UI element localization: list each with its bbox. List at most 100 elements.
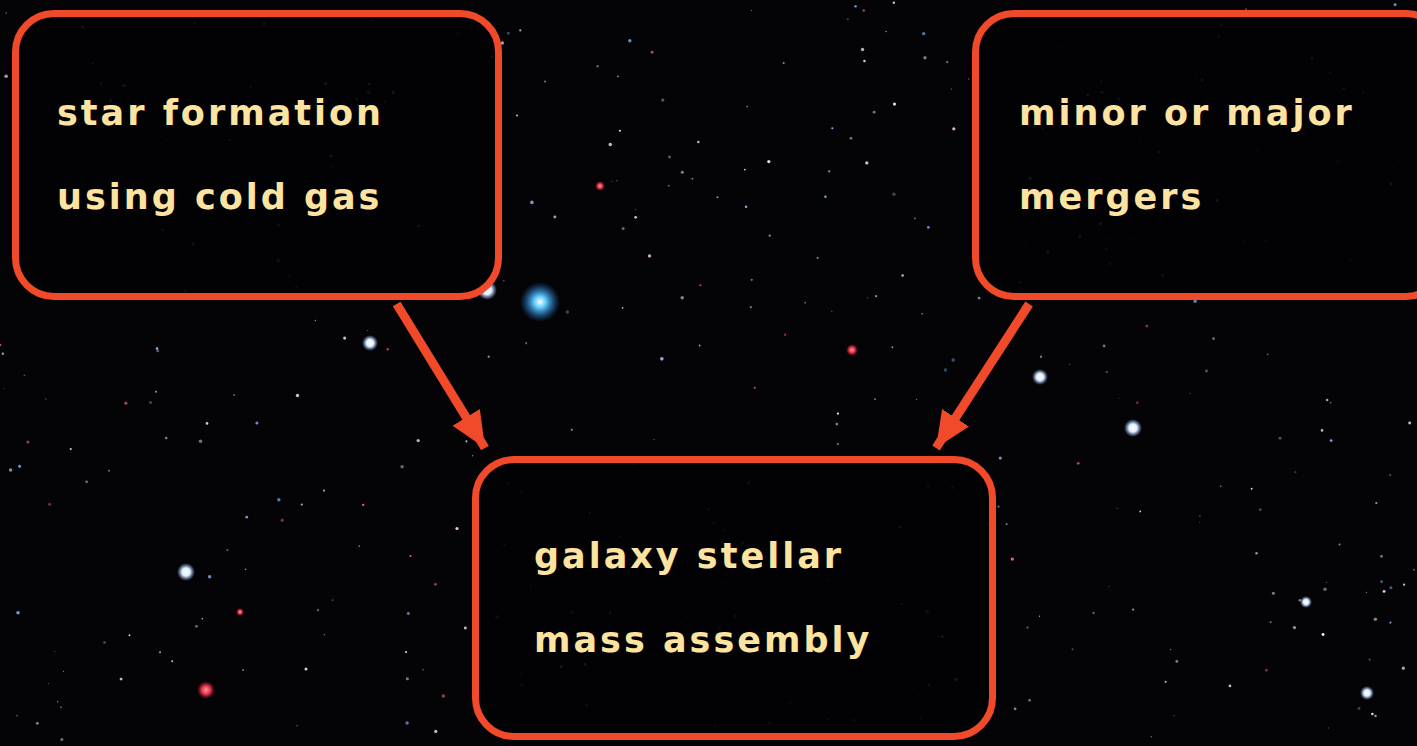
star-dot <box>681 171 684 174</box>
star-dot <box>837 412 839 414</box>
star-dot <box>628 39 631 42</box>
star-dot <box>1267 353 1269 355</box>
star-dot <box>406 677 409 680</box>
star-dot <box>507 32 510 35</box>
star-dot <box>1132 609 1134 611</box>
star-dot <box>635 209 636 210</box>
star-dot <box>54 651 55 652</box>
star-dot <box>226 549 228 551</box>
star-dot <box>434 730 437 733</box>
star-dot <box>862 9 865 12</box>
star-dot <box>1322 633 1325 636</box>
process-box: minor or major mergers <box>972 10 1417 300</box>
star-dot <box>1117 508 1118 509</box>
star-dot <box>165 437 167 439</box>
star-dot <box>296 394 299 397</box>
star-dot <box>85 480 88 483</box>
star-dot <box>1323 588 1326 591</box>
star-dot <box>1039 616 1040 617</box>
star-dot <box>875 295 877 297</box>
star-dot <box>1389 474 1391 476</box>
star-dot <box>63 671 64 672</box>
star-dot <box>57 701 58 702</box>
star-dot <box>1255 552 1257 554</box>
star-dot <box>891 346 893 348</box>
star-dot <box>609 143 613 147</box>
star-dot <box>697 141 699 143</box>
star-dot <box>571 429 573 431</box>
star-dot <box>648 254 651 257</box>
star-dot <box>651 51 654 54</box>
flow-arrow <box>397 304 485 448</box>
flow-arrow <box>936 304 1029 448</box>
star-dot <box>1328 727 1329 728</box>
star-dot <box>1108 586 1109 587</box>
star-dot <box>417 439 420 442</box>
star-dot <box>746 106 748 108</box>
star-dot <box>923 56 926 59</box>
star-dot <box>831 311 832 312</box>
star-dot <box>1212 337 1215 340</box>
star-dot <box>1092 612 1094 614</box>
box-label: star formation using cold gas <box>57 71 457 239</box>
box-label: minor or major mergers <box>1019 71 1417 239</box>
process-box: galaxy stellar mass assembly <box>472 456 996 740</box>
star-dot <box>783 62 785 64</box>
star-dot <box>296 725 297 726</box>
star-dot <box>1040 356 1042 358</box>
star-dot <box>873 111 876 114</box>
star-dot <box>1270 621 1272 623</box>
star-dot <box>3 388 4 389</box>
star-dot <box>1139 511 1141 513</box>
star-dot <box>5 12 6 13</box>
star-dot <box>1251 488 1253 490</box>
star-dot <box>611 181 612 182</box>
star-dot <box>103 641 106 644</box>
star-dot <box>596 65 598 67</box>
star-dot <box>1369 659 1371 661</box>
star-dot <box>48 503 51 506</box>
star-dot <box>660 357 664 361</box>
star-dot <box>1366 592 1367 593</box>
star-dot <box>893 102 896 105</box>
star-dot <box>619 130 621 132</box>
star-dot <box>1408 422 1411 425</box>
star-dot <box>407 612 410 615</box>
star-dot <box>464 627 467 630</box>
star-dot <box>1205 370 1208 373</box>
star-dot <box>2 353 4 355</box>
star-dot <box>108 470 110 472</box>
star-dot <box>1374 715 1377 718</box>
star-dot <box>921 313 923 315</box>
star-dot <box>9 468 13 472</box>
star-dot <box>1326 582 1327 583</box>
star-dot <box>968 78 969 79</box>
star-dot <box>1394 3 1397 6</box>
star-dot <box>409 555 411 557</box>
star-dot <box>358 545 360 547</box>
star-dot <box>952 127 955 130</box>
star-dot <box>927 226 930 229</box>
star-dot <box>120 678 123 681</box>
star-dot <box>1136 402 1138 404</box>
star-dot <box>946 61 948 63</box>
star-dot <box>1265 669 1268 672</box>
star-dot <box>472 455 473 456</box>
star-dot <box>699 344 701 346</box>
star-dot <box>999 456 1002 459</box>
star-dot <box>716 196 718 198</box>
star-dot <box>1259 508 1262 511</box>
star-dot <box>769 235 771 237</box>
star-dot <box>1389 586 1392 589</box>
star-dot <box>837 443 839 445</box>
star-dot <box>804 302 806 304</box>
star-dot <box>997 506 999 508</box>
star-dot <box>400 465 403 468</box>
star-dot <box>1383 590 1386 593</box>
star-dot <box>901 274 904 277</box>
star-dot <box>754 387 756 389</box>
star-dot <box>301 503 303 505</box>
star-dot <box>951 358 955 362</box>
star-dot <box>824 195 826 197</box>
